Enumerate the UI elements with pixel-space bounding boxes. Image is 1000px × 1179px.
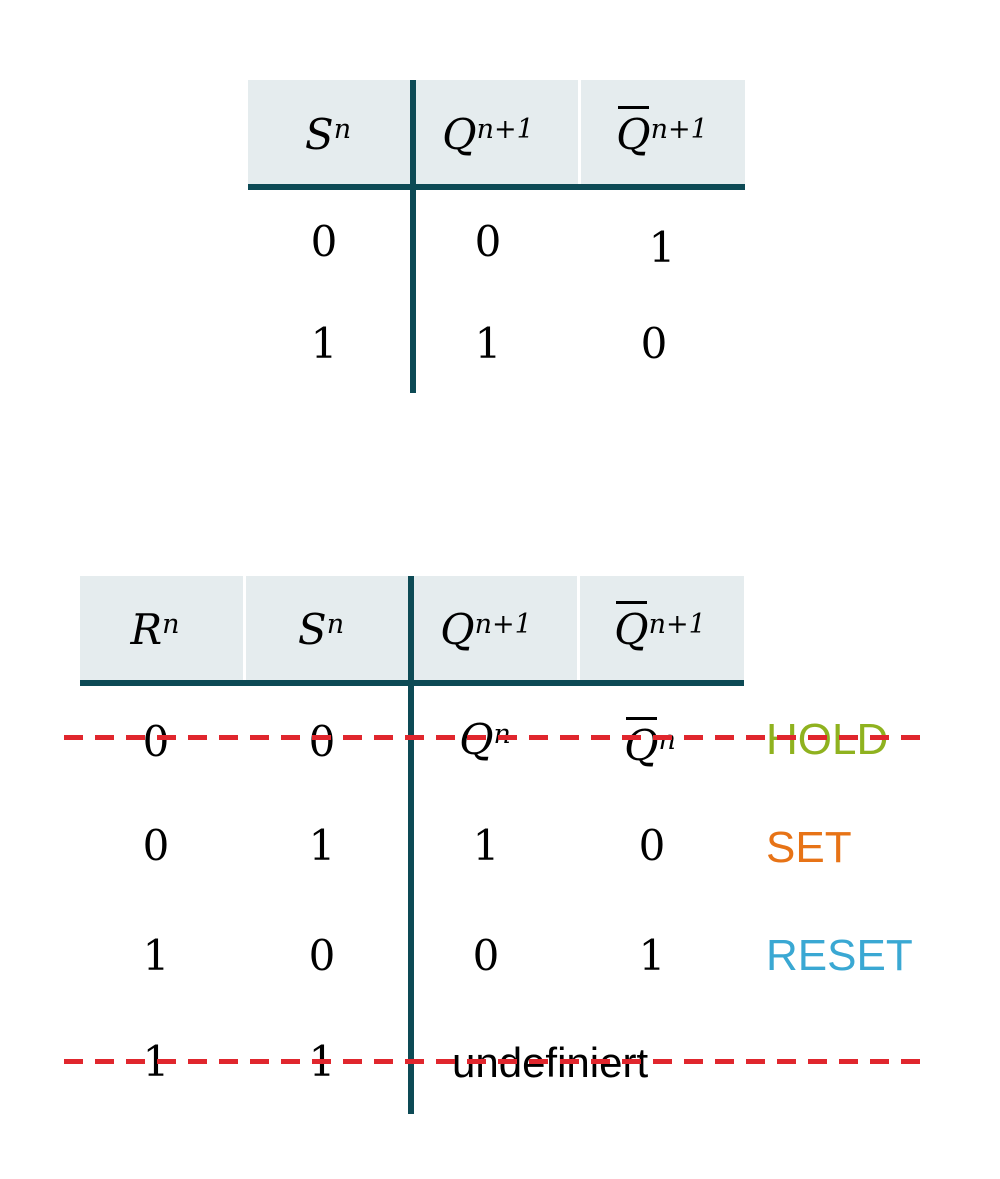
table-2-row-3-r: 1 — [142, 931, 170, 980]
table-2-row-3-s: 0 — [308, 931, 336, 980]
table-1-column-rule — [410, 80, 416, 393]
table-2-header-divider — [243, 576, 246, 682]
table-2-row-2-qbar: 0 — [638, 821, 666, 870]
hold-label: HOLD — [766, 715, 889, 764]
table-1-row-1-s: 0 — [310, 217, 338, 266]
table-1-row-2-s: 1 — [310, 319, 338, 368]
set-label: SET — [766, 823, 852, 872]
table-2-row-2-q: 1 — [472, 821, 500, 870]
table-1-header-divider — [578, 80, 581, 187]
table-2-row-3-q: 0 — [472, 931, 500, 980]
table-2-column-rule — [408, 576, 414, 1114]
hold-row-dashed-line — [64, 735, 932, 740]
table-2-row-2-s: 1 — [308, 821, 336, 870]
table-1-row-1-qbar: 1 — [648, 223, 676, 272]
table-2-header-divider — [577, 576, 580, 682]
table-1-row-2-qbar: 0 — [640, 319, 668, 368]
table-2-row-1-s: 0 — [308, 717, 336, 766]
table-2-row-1-q: Qn — [459, 718, 511, 761]
reset-label: RESET — [766, 931, 913, 980]
table-1-header-rule — [248, 184, 745, 190]
table-2-row-1-r: 0 — [142, 717, 170, 766]
table-1-row-2-q: 1 — [474, 319, 502, 368]
undefined-row-dashed-line — [64, 1059, 932, 1064]
table-1-row-1-q: 0 — [474, 217, 502, 266]
table-1-header-background — [248, 80, 745, 187]
table-2-row-2-r: 0 — [142, 821, 170, 870]
table-2-row-3-qbar: 1 — [638, 931, 666, 980]
